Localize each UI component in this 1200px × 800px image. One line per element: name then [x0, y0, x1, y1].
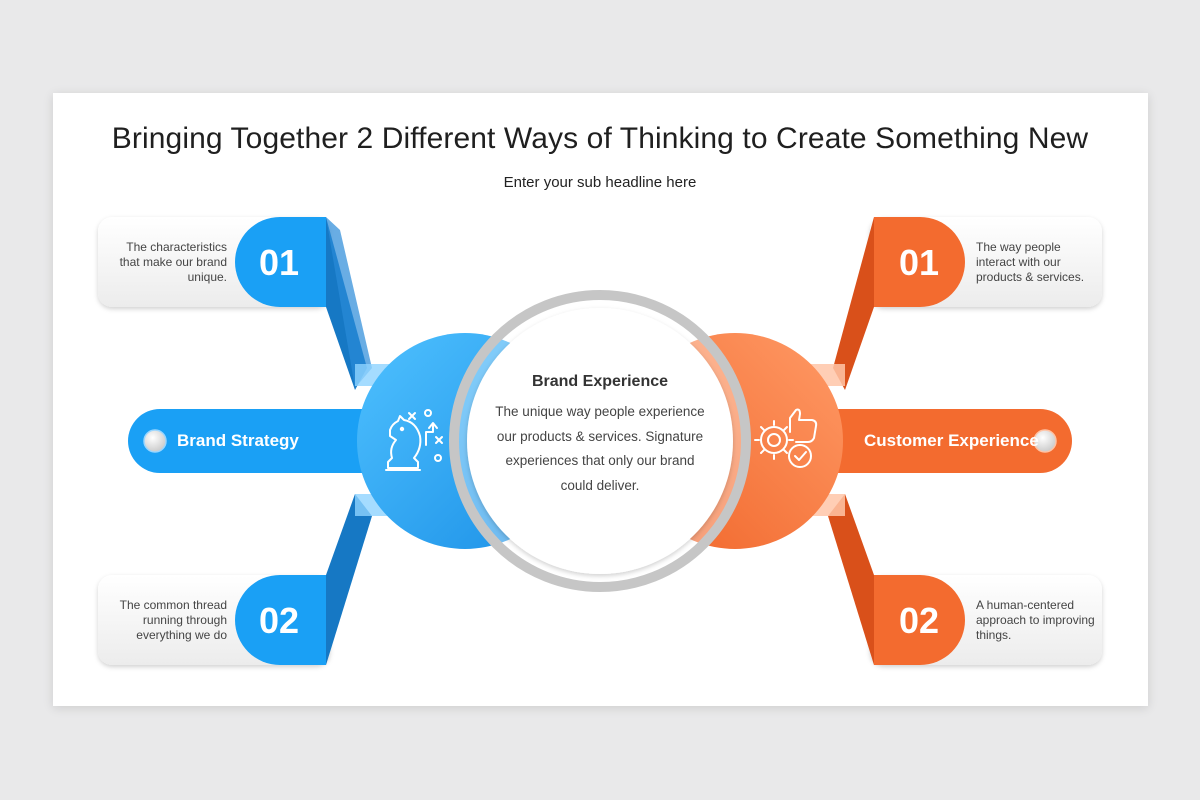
tab-left-02	[235, 575, 326, 665]
right-item-02-text: A human-centered approach to improving t…	[976, 598, 1095, 642]
left-item-02-text: The common thread running through everyt…	[119, 598, 227, 642]
pill-brand-strategy	[128, 409, 380, 473]
ribbon-left-top-face	[326, 217, 372, 388]
page-subtitle: Enter your sub headline here	[503, 174, 697, 191]
pill-dot-right	[1033, 429, 1057, 453]
gear-thumbs-up-icon	[754, 408, 818, 468]
tab-right-01	[874, 217, 965, 307]
pill-customer-experience	[820, 409, 1072, 473]
center-title: Brand Experience	[531, 373, 669, 390]
page-title: Bringing Together 2 Different Ways of Th…	[111, 122, 1089, 155]
tab-left-01	[235, 217, 326, 307]
center-body: The unique way people experience our pro…	[495, 404, 705, 493]
right-item-02-number: 02	[898, 600, 940, 641]
right-item-01-text: The way people interact with our product…	[976, 240, 1085, 284]
left-item-01-number: 01	[258, 242, 300, 283]
ribbon-right-top	[833, 217, 874, 390]
ribbon-left-bottom	[326, 494, 372, 665]
brand-strategy-label: Brand Strategy	[177, 431, 299, 450]
right-item-01-number: 01	[898, 242, 940, 283]
chess-knight-strategy-icon	[385, 409, 443, 471]
left-item-01-text: The characteristics that make our brand …	[119, 240, 227, 284]
left-item-02-number: 02	[258, 600, 300, 641]
ribbon-right-bottom	[828, 494, 874, 665]
center-disc	[467, 308, 733, 574]
pill-dot-left	[143, 429, 167, 453]
customer-experience-label: Customer Experience	[864, 431, 1039, 450]
tab-right-02	[874, 575, 965, 665]
